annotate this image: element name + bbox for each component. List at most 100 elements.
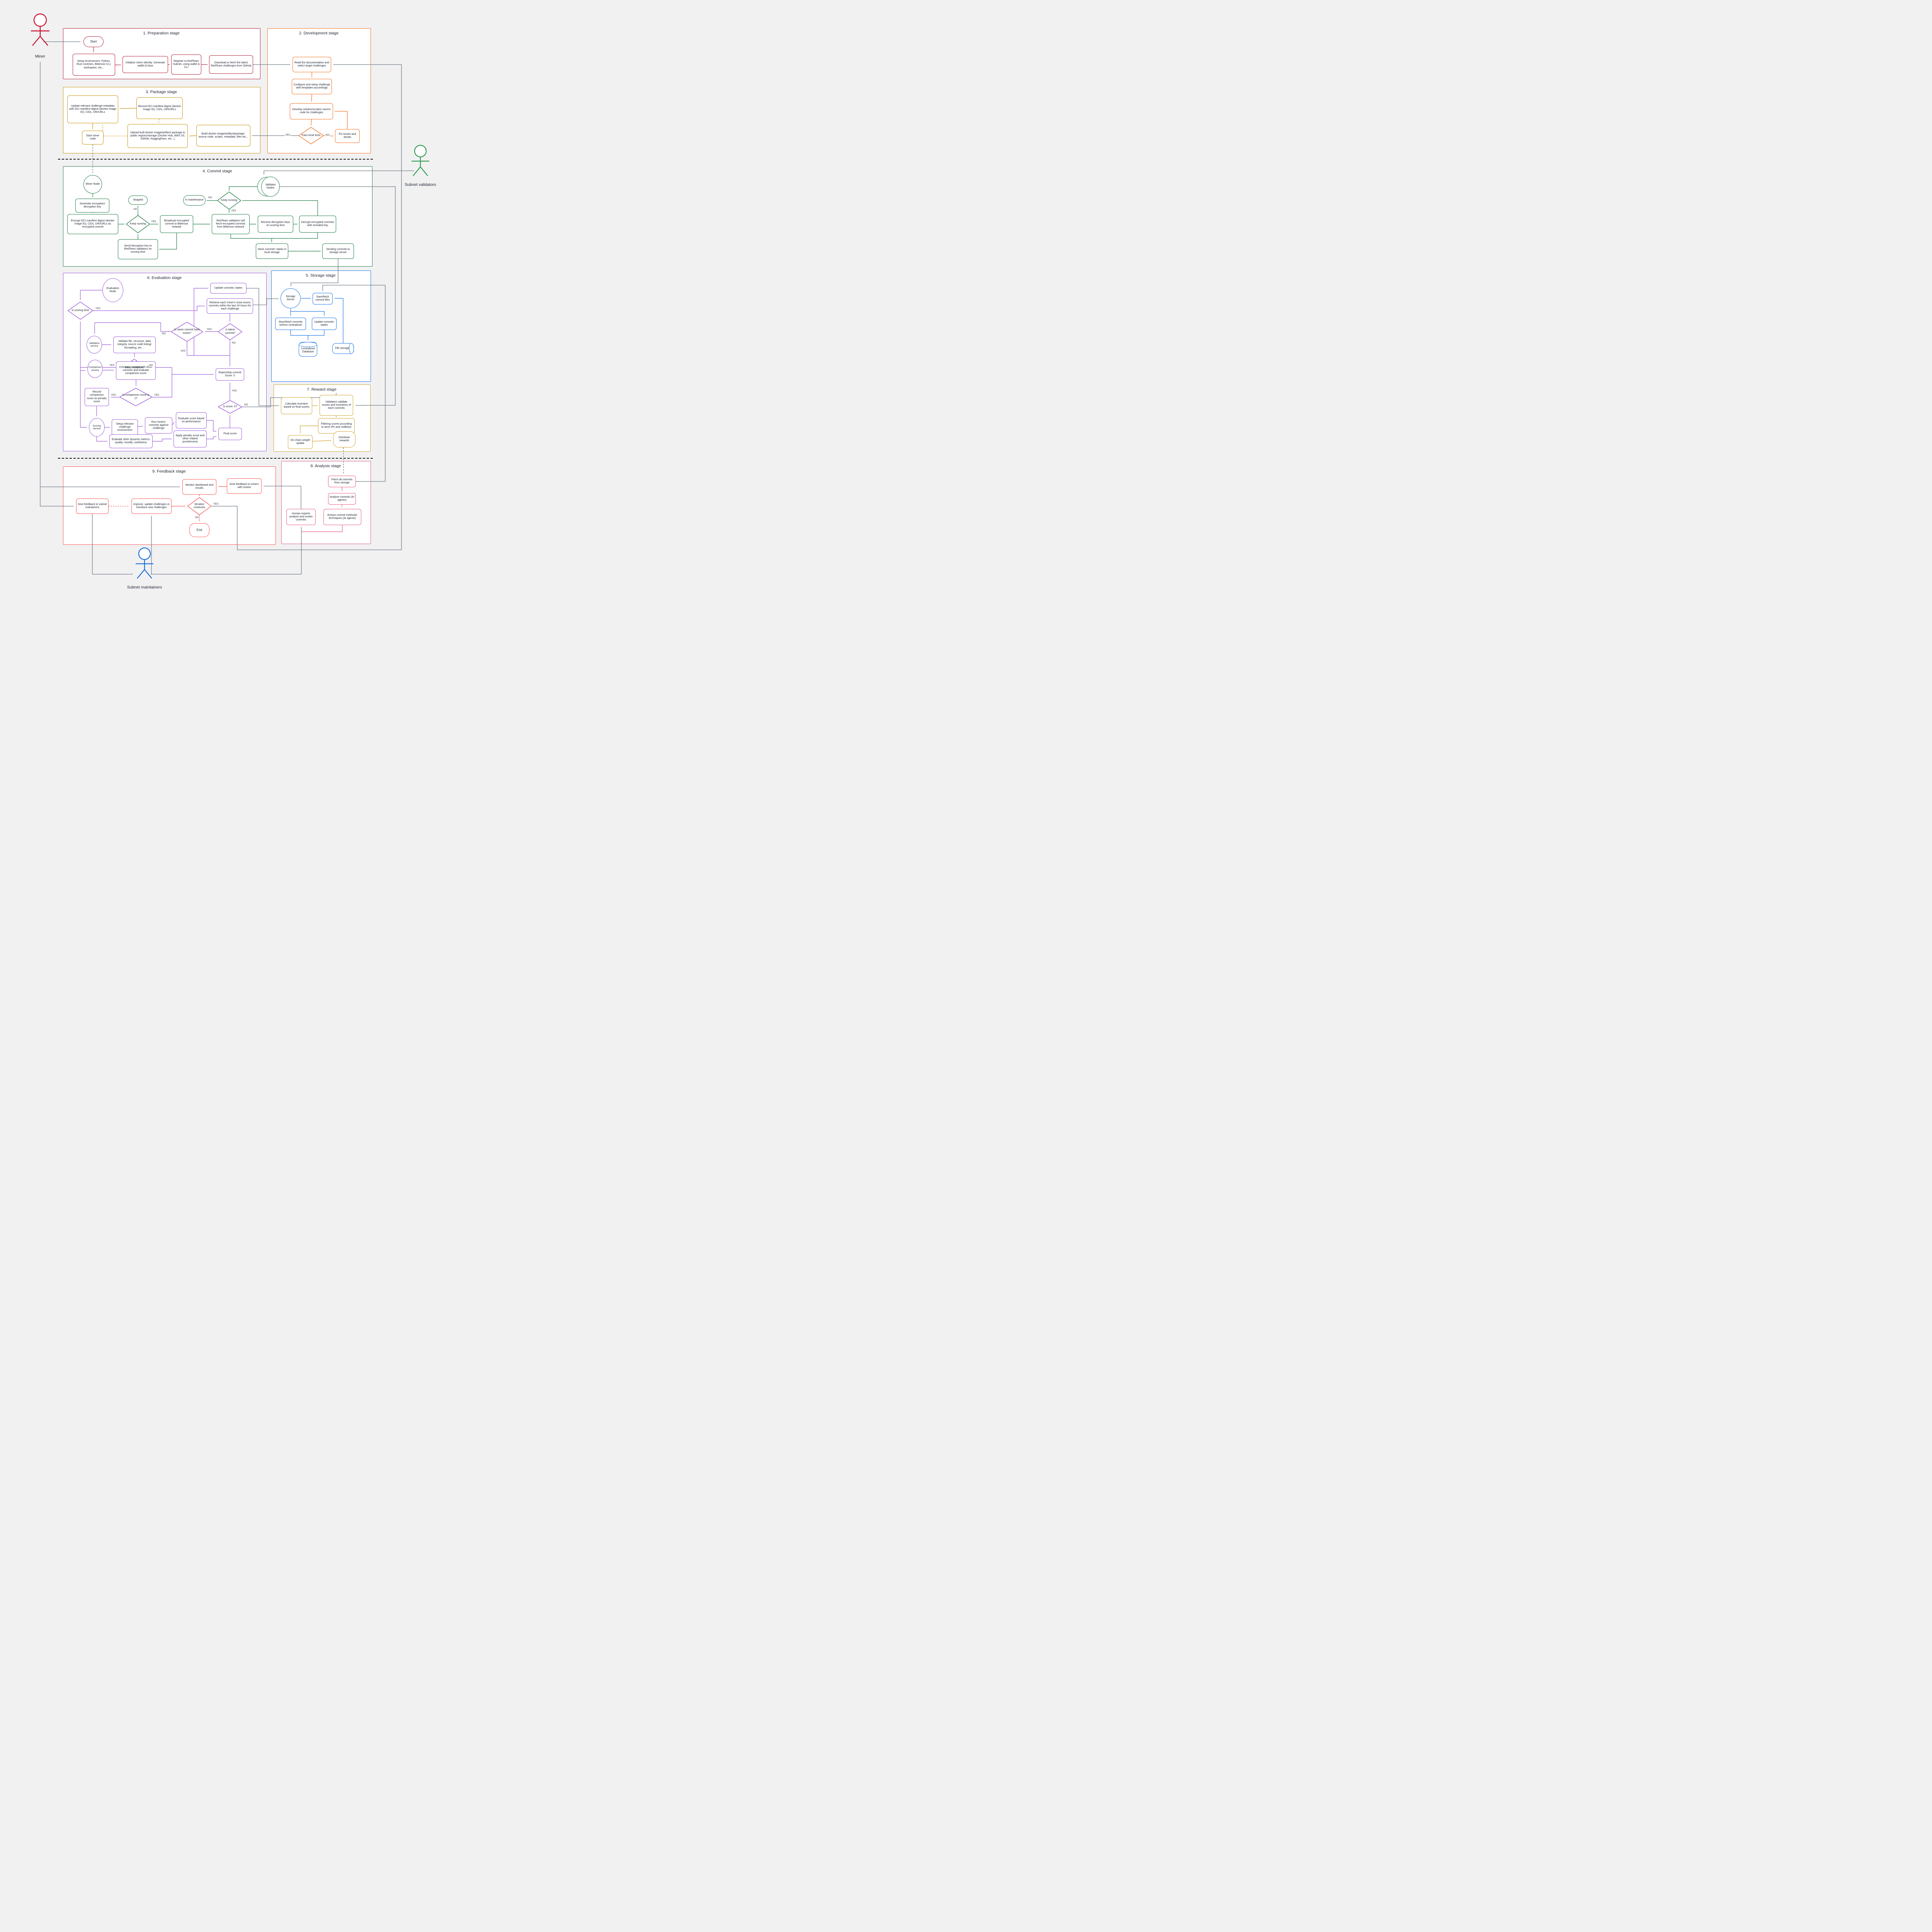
label-keep2-yes: YES (231, 209, 237, 212)
label-iteration-no: NO (195, 516, 199, 519)
node-download-challenges: Download or fetch the latest RedTeam cha… (209, 55, 253, 74)
node-record-comparison: Record comparison score as penalty score (85, 388, 109, 406)
node-build-docker: Build docker image/artifact/package: sou… (196, 125, 250, 146)
stage-title-storage: 5. Storage stage (306, 273, 336, 278)
label-issame-no: NO (162, 332, 166, 335)
node-end: End (189, 523, 209, 537)
node-setup-challenge-env: Setup relevant challenge environment (112, 419, 138, 435)
node-start-miner-node: Start miner node (82, 131, 104, 145)
label-passval-no: NO (149, 364, 153, 367)
node-analyze-commits: Analyze commits (AI agents) (328, 493, 356, 505)
validators-stick-figure-icon (412, 145, 429, 176)
node-setup-environment: Setup environment: Python, Rust runtimes… (73, 54, 115, 76)
stage-title-feedback: 9. Feedback stage (152, 469, 186, 474)
edge-penalty-final (207, 436, 216, 439)
edge-nodes-keep2 (229, 186, 261, 190)
edge-onchain-distribute (312, 440, 332, 442)
decision-keep-running-validator: Keep running (217, 192, 241, 209)
edge-fetch-store (230, 234, 272, 242)
stage-title-development: 2. Development stage (299, 31, 339, 36)
label-keep1-no: NO (133, 208, 138, 211)
prep-wires (93, 47, 207, 65)
node-onchain-weight: On-chain weight update (288, 435, 313, 449)
node-save-fetch-files: Save/fetch commit files (313, 293, 333, 304)
label-isscore-yes: YES (231, 389, 238, 392)
divider-top (58, 159, 373, 160)
reward-wires (300, 405, 337, 442)
node-broadcast-commit: Broadcast encrypted commit to Bittensor … (160, 215, 193, 233)
node-record-oci: Record OCI manifest digest (docker image… (136, 97, 183, 119)
edge-filtering-onchain (300, 425, 318, 433)
node-run-commits: Run miners' commits against challenge (145, 417, 172, 434)
edge-iscomp-yes-merge (152, 374, 172, 398)
decision-iteration-continues: Iteration continues (187, 497, 211, 515)
label-islatest-no: NO (231, 342, 236, 344)
node-validator-nodes: Validator Nodes (257, 177, 280, 197)
node-filtering-scores: Filtering scores according to axon IPs a… (318, 418, 355, 434)
edge-sending-server (291, 259, 338, 286)
node-comparison-service: Comparison service (87, 360, 103, 378)
node-distribute-rewards: Distribute rewards (333, 431, 355, 447)
stage-title-package: 3. Package stage (145, 90, 177, 94)
edge-server-updatestates (291, 311, 325, 316)
node-update-commit-states-storage: Update commits' states (312, 318, 337, 330)
node-init-identity: Initialize miner identity: Generate wall… (122, 56, 168, 73)
node-evaluate-score: Evaluate score based on performance (176, 412, 207, 429)
stage-title-reward: 7. Reward stage (307, 387, 337, 392)
feedback-wires (109, 486, 227, 521)
label-passlocal-no: NO (325, 134, 330, 136)
edge-filestorage-savefetch (335, 298, 344, 343)
node-validation-service: Validation service (87, 336, 102, 354)
label-keep2-no: NO (208, 196, 213, 199)
node-send-decryption-key: Send decryption key to RedTeam validator… (118, 239, 158, 259)
label-passval-yes: YES (109, 364, 115, 367)
edge-merge-centraldb (290, 330, 308, 340)
actor-label-miner: Miner (35, 54, 46, 59)
node-evaluate-metrics: Evaluate other dynamic metrics: quality,… (109, 434, 153, 448)
node-extract-methods: Extract commit methods/ techniques (AI a… (323, 509, 361, 525)
edge-iteration-yes-loop (211, 64, 402, 550)
edge-metrics-penalty (153, 439, 172, 442)
decision-is-scoring-time: Is scoring time (68, 302, 93, 320)
stage-title-commit: 4. Commit stage (202, 169, 232, 173)
edge-scoring-metrics (96, 437, 107, 442)
node-file-storage: File storage (332, 343, 354, 354)
node-decrypt-commits: Decrypt encrypted commits with revealed … (299, 216, 336, 233)
edge-record-updatemeta (119, 108, 137, 109)
actor-subnet-maintainers (131, 546, 158, 582)
label-issame-yes: YES (180, 350, 186, 352)
node-encrypt-commit: Encrypt OCI manifest digest (docker imag… (67, 214, 118, 234)
node-monitor-dashboard: Monitor dashboard and results (182, 479, 216, 495)
node-fix-issues: Fix issues and iterate (335, 129, 360, 143)
edge-fetchall-storage (322, 285, 386, 482)
storage-wires (290, 298, 344, 343)
edge-configure-develop (311, 94, 312, 102)
node-update-metadata: Update relevant challenge metadata with … (67, 95, 118, 123)
miner-stick-figure-icon (31, 13, 49, 46)
node-feedback-to-miners: Give feedback to miners with review (227, 478, 262, 494)
node-stopped: Stopped (128, 196, 148, 205)
label-islatest-yes: YES (206, 328, 213, 331)
commit-wires (92, 186, 321, 252)
label-iscomp-yes-left: YES (111, 394, 117, 396)
node-evaluation-node: Evaluation Node (102, 278, 123, 302)
node-configure-challenge: Configure and setup challenge with templ… (292, 79, 332, 94)
edge-evalnode-isscoring (80, 290, 102, 300)
analysis-wires (301, 487, 343, 532)
node-feedback-to-subnet: Give feedback to subnet maintainers (76, 498, 109, 514)
node-read-docs: Read the documentation and select target… (293, 57, 331, 72)
edge-issame-yes-merge (187, 342, 230, 356)
edge-retrieve-server (253, 298, 279, 305)
actor-miner (26, 12, 54, 49)
node-store-local: Store commits' states in local storage (256, 243, 288, 259)
node-sending-commits: Sending commits to storage server (322, 243, 354, 259)
label-iteration-yes: YES (213, 503, 219, 505)
edge-validatorsactor-nodes (264, 170, 414, 175)
node-scoring-service: Scoring service (89, 418, 105, 437)
stage-title-preparation: 1. Preparation stage (143, 31, 180, 36)
eval-wires (80, 288, 230, 442)
edge-nodes-validate (280, 186, 396, 406)
edge-updatestates-calc (247, 288, 279, 406)
actor-label-subnet-validators: Subnet validators (405, 182, 436, 187)
node-store-fetch-centralized: Store/fetch commits to/from centralized (275, 318, 306, 330)
